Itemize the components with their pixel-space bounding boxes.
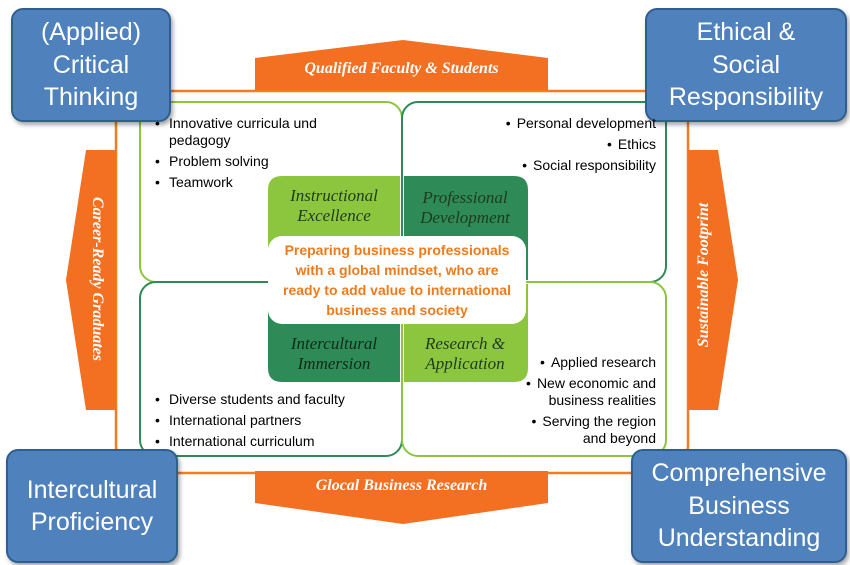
tile-instructional-excellence: Instructional Excellence [290, 186, 378, 225]
list-item: Applied research [506, 354, 656, 371]
quadrant-list-bottom-left: Diverse students and faculty Internation… [153, 391, 393, 454]
tile-research-application: Research & Application [424, 334, 506, 373]
quadrant-list-top-right: Personal development Ethics Social respo… [460, 115, 656, 178]
corner-intercultural-proficiency: Intercultural Proficiency [6, 449, 178, 563]
list-item: International partners [153, 412, 393, 429]
corner-critical-thinking: (Applied) Critical Thinking [11, 8, 171, 122]
list-item: Problem solving [153, 153, 368, 170]
list-item: Diverse students and faculty [153, 391, 393, 408]
arrow-label-right: Sustainable Footprint [695, 202, 712, 348]
list-item: Ethics [460, 136, 656, 153]
corner-comprehensive-business-understanding: Comprehensive Business Understanding [631, 449, 847, 563]
list-item: Social responsibility [460, 157, 656, 174]
arrow-label-top: Qualified Faculty & Students [304, 60, 499, 77]
list-item: Serving the region and beyond [506, 413, 656, 447]
tile-intercultural-immersion: Intercultural Immersion [290, 334, 378, 373]
list-item: Personal development [460, 115, 656, 132]
center-mission-statement: Preparing business professionals with a … [268, 236, 526, 324]
top-arrow [255, 40, 548, 90]
corner-ethical-social-responsibility: Ethical & Social Responsibility [645, 8, 847, 122]
list-item: Teamwork [153, 174, 368, 191]
quadrant-list-bottom-right: Applied research New economic and busine… [506, 354, 656, 451]
bottom-arrow [255, 471, 548, 524]
list-item: International curriculum [153, 433, 393, 450]
tile-professional-development: Professional Development [420, 188, 510, 227]
right-arrow [688, 150, 738, 410]
quadrant-list-top-left: Innovative curricula und pedagogy Proble… [153, 115, 368, 195]
list-item: Innovative curricula und pedagogy [153, 115, 368, 149]
left-arrow [66, 150, 116, 410]
list-item: New economic and business realities [506, 375, 656, 409]
arrow-label-bottom: Glocal Business Research [315, 477, 488, 494]
arrow-label-left: Career-Ready Graduates [89, 197, 106, 361]
